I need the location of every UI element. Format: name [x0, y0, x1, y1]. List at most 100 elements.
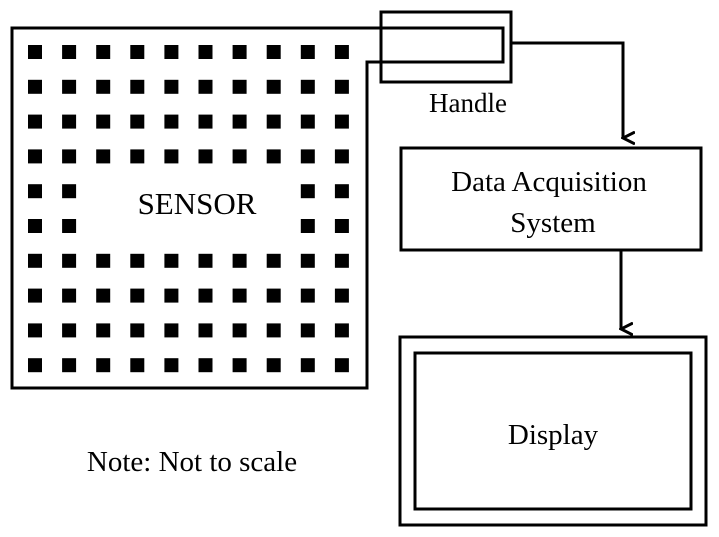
sensor-pad: [198, 149, 213, 164]
sensor-pad: [300, 79, 315, 94]
sensor-pad: [266, 45, 281, 59]
sensor-pad-grid: [28, 45, 349, 373]
sensor-pad: [164, 45, 179, 59]
sensor-pad: [62, 323, 77, 338]
sensor-pad: [130, 45, 145, 59]
display-label: Display: [508, 419, 599, 451]
sensor-outline: [10, 26, 505, 390]
sensor-pad: [232, 149, 247, 164]
sensor-pad: [334, 323, 349, 338]
sensor-pad: [96, 288, 111, 303]
sensor-label: SENSOR: [138, 186, 257, 221]
sensor-pad: [334, 358, 349, 373]
sensor-pad: [266, 358, 281, 373]
sensor-pad: [266, 79, 281, 94]
sensor-pad: [198, 79, 213, 94]
sensor-pad: [334, 219, 349, 233]
sensor-pad: [164, 288, 179, 303]
sensor-pad: [164, 323, 179, 338]
sensor-pad: [130, 114, 145, 129]
sensor-pad: [334, 149, 349, 164]
sensor-pad: [28, 114, 42, 129]
sensor-pad: [96, 79, 111, 94]
sensor-pad: [28, 323, 42, 338]
sensor-pad: [62, 253, 77, 268]
sensor-pad: [198, 253, 213, 268]
sensor-pad: [130, 288, 145, 303]
sensor-pad: [232, 45, 247, 59]
sensor-pad: [28, 149, 42, 164]
daq-label-line1: Data Acquisition: [451, 166, 647, 198]
handle-to-daq-arrow: [511, 41, 623, 138]
sensor-pad: [266, 149, 281, 164]
sensor-pad: [96, 45, 111, 59]
sensor-pad: [96, 149, 111, 164]
sensor-pad: [62, 114, 77, 129]
sensor-pad: [96, 323, 111, 338]
sensor-pad: [28, 45, 42, 59]
sensor-pad: [198, 323, 213, 338]
sensor-pad: [28, 358, 42, 373]
sensor-pad: [334, 114, 349, 129]
sensor-pad: [130, 79, 145, 94]
sensor-pad: [198, 45, 213, 59]
sensor-pad: [130, 253, 145, 268]
sensor-pad: [300, 323, 315, 338]
sensor-pad: [334, 253, 349, 268]
sensor-pad: [198, 288, 213, 303]
display-inner-screen: [413, 351, 693, 511]
sensor-pad: [130, 323, 145, 338]
sensor-pad: [266, 253, 281, 268]
sensor-pad: [300, 358, 315, 373]
sensor-pad: [62, 79, 77, 94]
sensor-pad: [62, 45, 77, 59]
sensor-pad: [334, 288, 349, 303]
sensor-pad: [198, 358, 213, 373]
sensor-pad: [62, 288, 77, 303]
sensor-pad: [28, 288, 42, 303]
sensor-pad: [334, 45, 349, 59]
sensor-pad: [28, 184, 42, 199]
sensor-pad: [300, 184, 315, 199]
sensor-pad: [266, 323, 281, 338]
sensor-pad: [232, 323, 247, 338]
sensor-pad: [300, 45, 315, 59]
sensor-pad: [62, 358, 77, 373]
sensor-pad: [300, 149, 315, 164]
sensor-pad: [62, 184, 77, 199]
sensor-pad: [232, 253, 247, 268]
sensor-pad: [300, 253, 315, 268]
sensor-pad: [164, 149, 179, 164]
sensor-pad: [164, 253, 179, 268]
sensor-pad: [62, 149, 77, 164]
display-outer-frame: [398, 335, 708, 527]
sensor-pad: [164, 114, 179, 129]
sensor-pad: [96, 114, 111, 129]
sensor-pad: [232, 79, 247, 94]
sensor-pad: [232, 288, 247, 303]
sensor-pad: [164, 79, 179, 94]
daq-label-line2: System: [510, 207, 596, 239]
sensor-pad: [130, 358, 145, 373]
sensor-pad: [164, 358, 179, 373]
sensor-pad: [96, 253, 111, 268]
scale-note: Note: Not to scale: [87, 446, 297, 478]
sensor-pad: [232, 114, 247, 129]
sensor-pad: [130, 149, 145, 164]
sensor-pad: [266, 114, 281, 129]
sensor-pad: [62, 219, 77, 233]
data-acquisition-box: [399, 146, 703, 252]
sensor-pad: [28, 79, 42, 94]
handle-label: Handle: [429, 88, 507, 118]
sensor-pad: [28, 253, 42, 268]
sensor-pad: [300, 219, 315, 233]
sensor-pad: [28, 219, 42, 233]
sensor-pad: [300, 114, 315, 129]
sensor-pad: [232, 358, 247, 373]
sensor-pad: [300, 288, 315, 303]
sensor-pad: [96, 358, 111, 373]
sensor-pad: [334, 184, 349, 199]
sensor-pad: [266, 288, 281, 303]
sensor-pad: [198, 114, 213, 129]
